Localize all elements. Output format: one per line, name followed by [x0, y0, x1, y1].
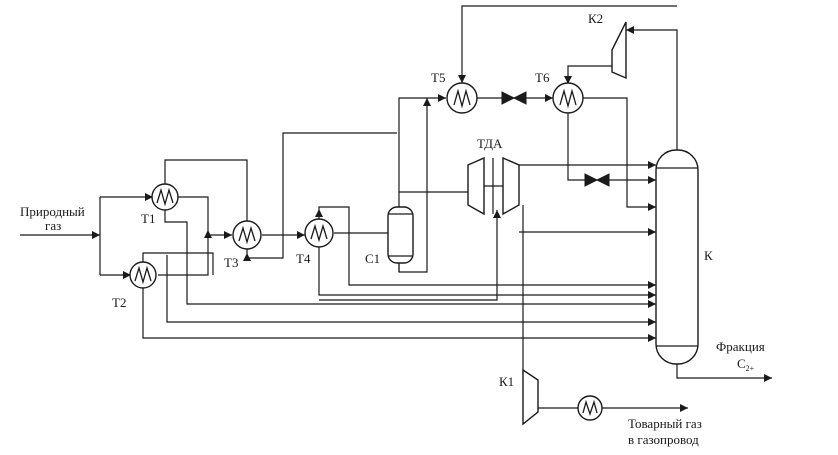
arrow-icon: [648, 291, 656, 299]
t6-cold-to-column: [567, 112, 656, 181]
labels: Природный газ Т1 Т2 Т3 Т4 Т5 Т6 ТДА С1 К…: [20, 11, 765, 447]
arrow-icon: [123, 271, 131, 279]
t4-cold-loop: [318, 206, 656, 286]
t6-to-column: [583, 97, 656, 208]
valve-icon: [501, 91, 527, 105]
heat-exchanger-t1: [151, 183, 179, 211]
arrow-icon: [764, 374, 772, 382]
tda-return: [319, 210, 498, 301]
product-label-2: в газопровод: [628, 432, 699, 447]
arrow-icon: [545, 94, 553, 102]
arrow-icon: [438, 94, 446, 102]
arrow-icon: [204, 230, 212, 238]
fraction-formula: С2+: [737, 356, 755, 373]
arrow-icon: [493, 210, 501, 218]
feed-label: Природный: [20, 204, 85, 219]
fraction-subscript: 2+: [746, 364, 755, 373]
t4-cold-bottom: [318, 246, 656, 296]
arrow-icon: [680, 404, 688, 412]
arrow-icon: [648, 228, 656, 236]
heat-exchanger-t3: [232, 220, 262, 250]
arrow-icon: [648, 300, 656, 308]
t1-cold-loop: [164, 159, 248, 226]
t1-cold-return: [164, 208, 656, 305]
column-top-to-k2: [626, 29, 678, 155]
k2-to-t6: [567, 65, 612, 84]
arrow-icon: [423, 98, 431, 106]
arrow-icon: [315, 209, 323, 217]
t2-stream-mid: [166, 255, 656, 323]
column-top-to-t5: [461, 5, 677, 83]
arrow-icon: [626, 26, 634, 34]
product-label: Товарный газ: [628, 416, 702, 431]
arrow-icon: [648, 318, 656, 326]
valve-icon: [584, 173, 610, 187]
flow-arrows: [92, 26, 772, 412]
arrow-icon: [145, 193, 153, 201]
fraction-c: С: [737, 356, 746, 371]
heat-exchanger-t2: [129, 261, 157, 289]
heat-exchanger-t6: [552, 82, 584, 114]
distillation-column-k: [655, 149, 699, 365]
arrow-icon: [243, 253, 251, 261]
arrow-icon: [224, 231, 232, 239]
arrow-icon: [564, 76, 572, 84]
separator-c1: [387, 206, 414, 264]
bottom-product-line: [676, 362, 772, 379]
t2-cold-top: [142, 252, 214, 275]
tda-label: ТДА: [477, 136, 503, 151]
t4-label: Т4: [296, 251, 311, 266]
arrow-icon: [92, 231, 100, 239]
c1-label: С1: [365, 251, 380, 266]
t5-label: Т5: [431, 70, 445, 85]
arrow-icon: [648, 203, 656, 211]
arrow-icon: [648, 176, 656, 184]
k1-label: К1: [499, 374, 514, 389]
valves: [501, 91, 610, 187]
feed-label-2: газ: [45, 218, 61, 233]
arrow-icon: [458, 75, 466, 83]
c1-vapor-to-t5: [398, 97, 446, 207]
arrow-icon: [648, 281, 656, 289]
turbo-expander-tda: [467, 156, 520, 216]
compressor-k2: [611, 21, 627, 80]
t3-label: Т3: [224, 255, 238, 270]
k2-label: К2: [588, 11, 603, 26]
arrow-icon: [648, 334, 656, 342]
t2-label: Т2: [112, 295, 126, 310]
product-cooler: [577, 395, 603, 421]
arrow-icon: [648, 161, 656, 169]
k-label: К: [704, 248, 713, 263]
t1-label: Т1: [141, 211, 155, 226]
t6-label: Т6: [535, 70, 550, 85]
arrow-icon: [297, 231, 305, 239]
heat-exchanger-t4: [304, 218, 334, 248]
compressor-k1: [522, 368, 539, 426]
t2-cold-bottom: [142, 286, 656, 339]
heat-exchanger-t5: [446, 82, 478, 114]
fraction-label: Фракция: [716, 339, 765, 354]
